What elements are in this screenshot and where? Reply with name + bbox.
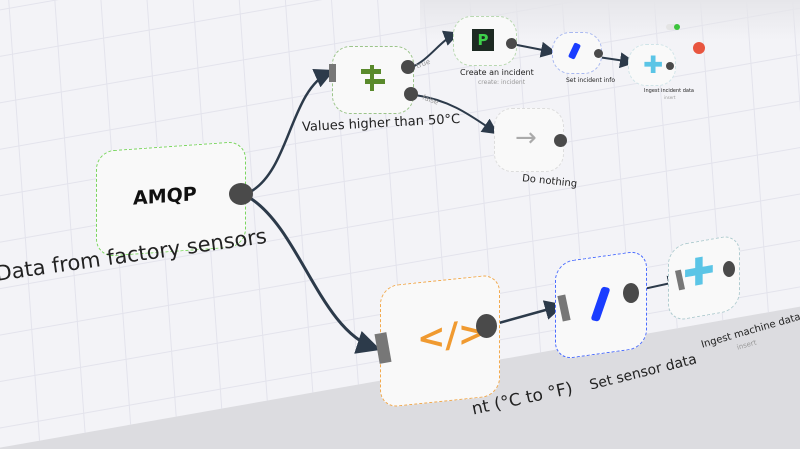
- wire-false-noop: [414, 94, 499, 135]
- pagerduty-icon: P: [472, 29, 494, 51]
- arrow-right-icon: →: [515, 123, 537, 153]
- if-node[interactable]: [332, 46, 414, 114]
- incident-output-port[interactable]: [506, 38, 517, 49]
- wire-incident-set: [511, 41, 557, 58]
- amqp-logo: AMQP: [133, 183, 197, 210]
- do-nothing-node[interactable]: →: [494, 108, 564, 172]
- if-false-port[interactable]: [404, 87, 418, 101]
- wire-amqp-if: [249, 69, 335, 194]
- ingest-incident-label: Ingest incident data: [644, 88, 694, 94]
- if-input-port[interactable]: [329, 64, 336, 82]
- set-incident-label: Set incident info: [566, 77, 616, 84]
- set-sensor-data-node[interactable]: [555, 249, 647, 361]
- ingest-incident-output-port[interactable]: [666, 62, 674, 70]
- pen-icon: [567, 42, 582, 60]
- amqp-output-port[interactable]: [229, 183, 253, 205]
- wire-set-ingest: [597, 52, 636, 69]
- wire-amqp-function: [249, 196, 381, 354]
- function-output-port[interactable]: [476, 314, 497, 338]
- set-sensor-output-port[interactable]: [623, 283, 639, 303]
- ingest-incident-sublabel: insert: [664, 95, 676, 100]
- close-button[interactable]: [693, 42, 705, 54]
- set-incident-info-node[interactable]: [552, 32, 602, 74]
- ingest-machine-output-port[interactable]: [723, 261, 735, 277]
- code-icon: </>: [417, 312, 487, 360]
- if-true-port[interactable]: [401, 60, 415, 74]
- do-nothing-output-port[interactable]: [554, 134, 567, 147]
- set-incident-output-port[interactable]: [594, 49, 603, 58]
- pen-icon: [590, 286, 611, 322]
- crate-plus-icon: ✚: [643, 51, 664, 79]
- crate-plus-icon: ✚: [683, 247, 715, 297]
- function-node[interactable]: </>: [380, 273, 500, 409]
- incident-node-label: Create an incident: [460, 68, 534, 77]
- wire-function-setsensor: [487, 300, 565, 328]
- incident-node-sublabel: create: incident: [478, 79, 526, 86]
- active-toggle[interactable]: [666, 24, 680, 30]
- signpost-icon: [361, 65, 385, 91]
